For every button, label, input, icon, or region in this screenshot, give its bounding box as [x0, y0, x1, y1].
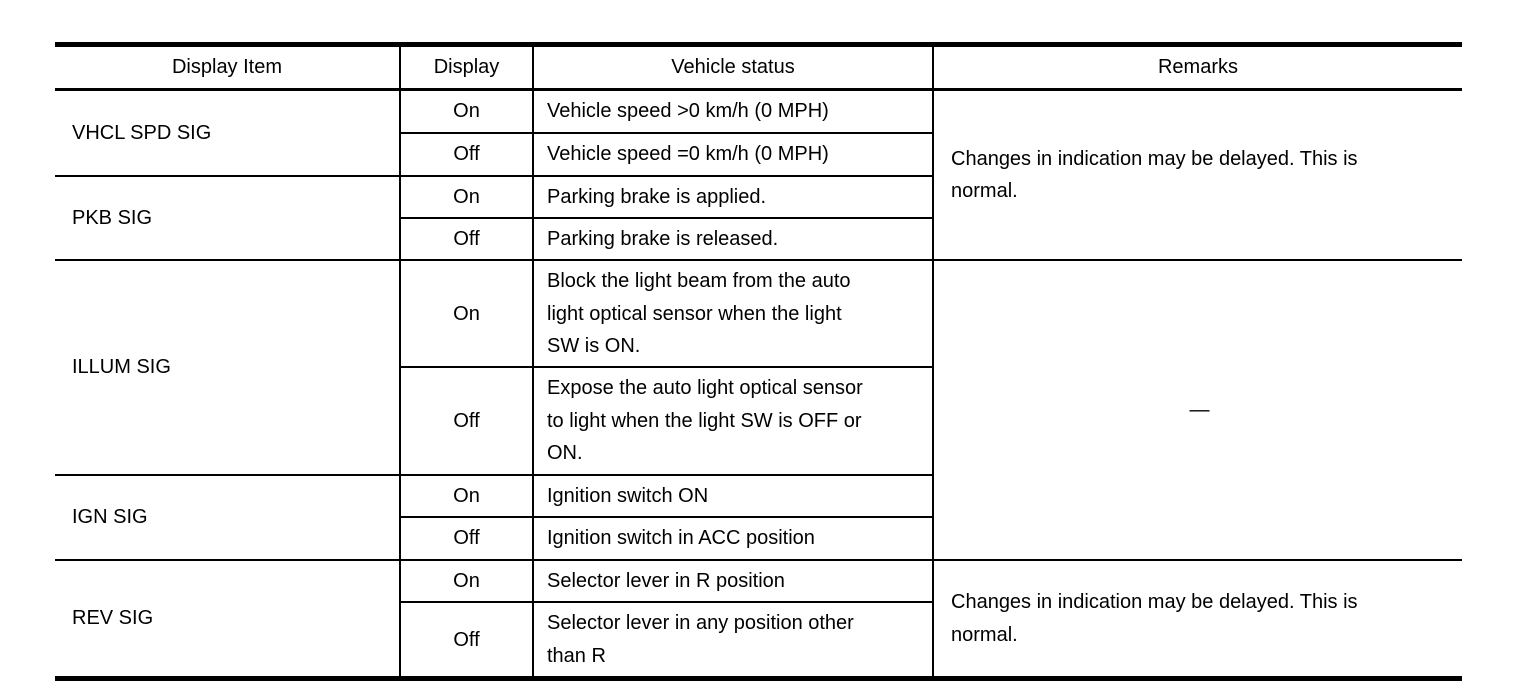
display-item-cell: PKB SIG: [54, 174, 401, 262]
vehicle-status-cell: Parking brake is released.: [532, 216, 934, 262]
header-row: Display Item Display Vehicle status Rema…: [54, 43, 1463, 91]
table-row: IGN SIG On Ignition switch ON: [54, 473, 1462, 562]
display-state-cell: On: [399, 88, 534, 134]
display-state-cell: Off: [399, 366, 534, 476]
display-state-cell: On: [399, 559, 534, 604]
remarks-cell: —: [932, 259, 1463, 562]
display-state-cell: Off: [399, 601, 534, 680]
vehicle-status-cell: Ignition switch in ACC position: [532, 516, 934, 562]
display-state-cell: Off: [399, 131, 534, 177]
table-row: PKB SIG On Parking brake is applied.: [54, 174, 1462, 262]
vehicle-status-cell: Parking brake is applied.: [532, 174, 934, 219]
column-header-display: Display: [399, 43, 534, 91]
table-row: Off Selector lever in any position other…: [55, 601, 1462, 680]
table-row: Off Vehicle speed =0 km/h (0 MPH): [55, 131, 1462, 177]
vehicle-status-cell: Expose the auto light optical sensor to …: [532, 366, 934, 476]
table-row: Off Expose the auto light optical sensor…: [55, 366, 1462, 476]
vehicle-status-cell: Block the light beam from the auto light…: [532, 259, 934, 369]
vehicle-signal-status-table: Display Item Display Vehicle status Rema…: [54, 42, 1463, 681]
display-state-cell: On: [399, 174, 534, 219]
column-header-display-item: Display Item: [54, 43, 401, 91]
remarks-cell: Changes in indication may be delayed. Th…: [932, 559, 1463, 680]
vehicle-status-cell: Vehicle speed >0 km/h (0 MPH): [532, 88, 934, 134]
display-item-cell: ILLUM SIG: [54, 259, 401, 476]
display-item-cell: REV SIG: [54, 559, 401, 680]
vehicle-status-cell: Ignition switch ON: [532, 473, 934, 519]
vehicle-status-cell: Selector lever in any position other tha…: [532, 601, 934, 680]
display-item-cell: VHCL SPD SIG: [54, 88, 401, 177]
table-row: Off Parking brake is released.: [55, 216, 1462, 262]
column-header-remarks: Remarks: [932, 43, 1463, 91]
column-header-vehicle-status: Vehicle status: [532, 43, 934, 91]
display-item-cell: IGN SIG: [54, 473, 401, 562]
table-row: REV SIG On Selector lever in R position …: [54, 559, 1463, 680]
table-row: Off Ignition switch in ACC position: [55, 516, 1462, 562]
table-row: ILLUM SIG On Block the light beam from t…: [54, 259, 1463, 562]
display-state-cell: Off: [399, 516, 534, 562]
table-row: VHCL SPD SIG On Vehicle speed >0 km/h (0…: [54, 88, 1463, 262]
vehicle-status-cell: Selector lever in R position: [532, 559, 934, 604]
vehicle-status-cell: Vehicle speed =0 km/h (0 MPH): [532, 131, 934, 177]
display-state-cell: On: [399, 473, 534, 519]
display-state-cell: Off: [399, 216, 534, 262]
remarks-cell: Changes in indication may be delayed. Th…: [932, 88, 1463, 262]
display-state-cell: On: [399, 259, 534, 369]
